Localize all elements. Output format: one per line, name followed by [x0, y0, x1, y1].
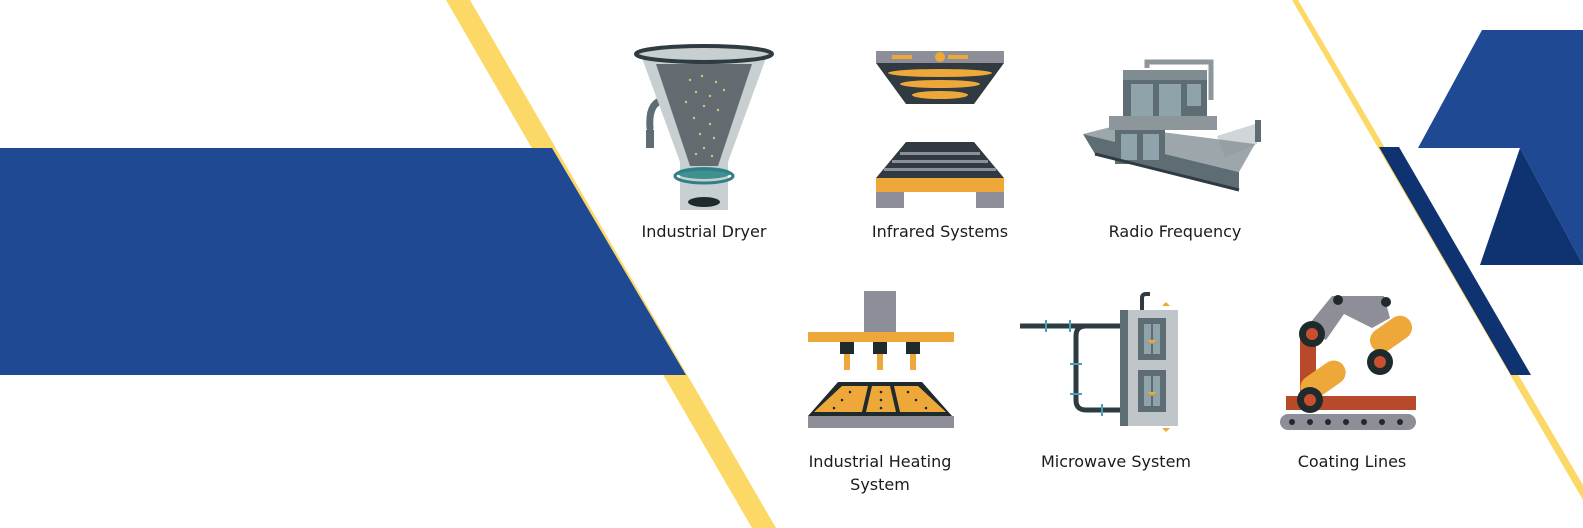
- product-radio-frequency[interactable]: Radio Frequency: [1075, 40, 1275, 250]
- yellow-stripe-right: [1292, 0, 1583, 500]
- label-industrial-dryer: Industrial Dryer: [641, 222, 767, 241]
- product-coating-lines[interactable]: Coating Lines: [1272, 288, 1432, 498]
- blue-band-left: [0, 148, 686, 375]
- radio-frequency-icon: [1083, 59, 1261, 192]
- microwave-icon: [1020, 292, 1178, 432]
- label-coating-lines: Coating Lines: [1297, 452, 1407, 471]
- product-industrial-heating-system[interactable]: Industrial Heating System: [800, 288, 960, 498]
- label-industrial-heating-line1: Industrial Heating: [808, 452, 952, 471]
- coating-lines-icon: [1280, 295, 1416, 430]
- blue-chevron-dark: [1379, 147, 1531, 375]
- product-industrial-dryer[interactable]: Industrial Dryer: [624, 40, 784, 250]
- label-radio-frequency: Radio Frequency: [1108, 222, 1242, 241]
- blue-chevron-lower: [1480, 148, 1583, 265]
- heating-system-icon: [808, 291, 954, 428]
- dryer-icon: [634, 44, 774, 210]
- label-industrial-heating-line2: System: [850, 475, 910, 494]
- label-infrared-systems: Infrared Systems: [871, 222, 1009, 241]
- blue-chevron-top: [1418, 30, 1583, 265]
- product-infrared-systems[interactable]: Infrared Systems: [860, 40, 1020, 250]
- infrared-icon: [876, 51, 1004, 208]
- label-microwave-system: Microwave System: [1040, 452, 1191, 471]
- product-microwave-system[interactable]: Microwave System: [1016, 288, 1216, 498]
